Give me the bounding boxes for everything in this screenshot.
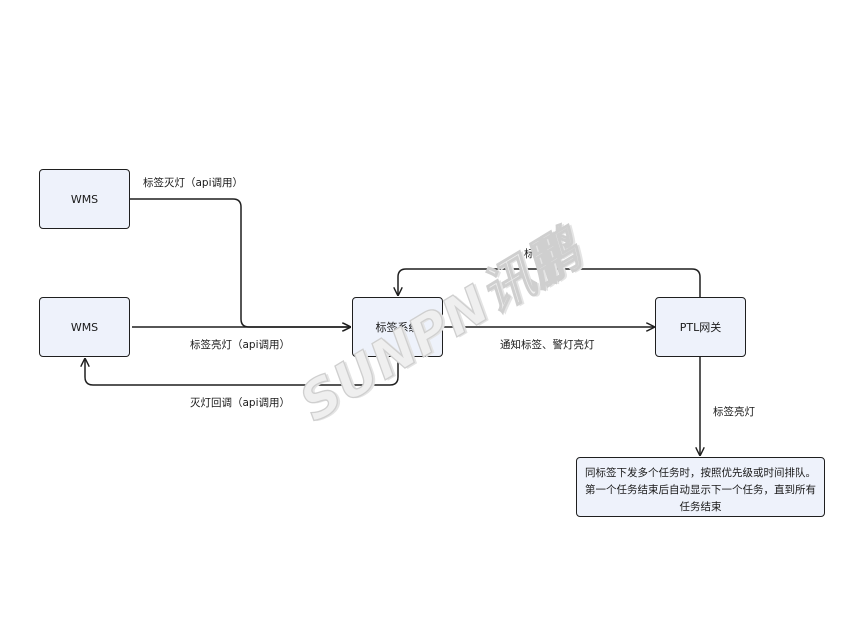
wms-bottom-node: WMS: [39, 297, 130, 357]
note-line-3: 任务结束: [679, 501, 722, 513]
ptl-gateway-node: PTL网关: [655, 297, 746, 357]
edge-label-wms-bottom-to-system: 标签亮灯（api调用）: [190, 339, 291, 351]
label-system-label: 标签系统: [375, 321, 420, 334]
edge-ptl-to-system: [398, 268, 701, 297]
edge-wms-top-to-system: [130, 198, 350, 327]
queue-note: 同标签下发多个任务时，按照优先级或时间排队。 第一个任务结束后自动显示下一个任务…: [576, 457, 825, 517]
edge-label-system-to-wms-bottom: 灭灯回调（api调用）: [190, 397, 291, 409]
wms-bottom-label: WMS: [70, 320, 99, 334]
wms-top-label: WMS: [70, 192, 99, 206]
edge-system-to-wms-bottom: [85, 357, 399, 386]
label-system-node: 标签系统: [352, 297, 443, 357]
note-line-1: 同标签下发多个任务时，按照优先级或时间排队。: [585, 467, 816, 479]
edge-label-system-to-ptl: 通知标签、警灯亮灯: [500, 339, 595, 351]
edge-label-wms-top-to-system: 标签灭灯（api调用）: [143, 177, 244, 189]
edge-label-ptl-to-note: 标签亮灯: [713, 406, 755, 418]
ptl-gateway-label: PTL网关: [679, 321, 722, 334]
wms-top-node: WMS: [39, 169, 130, 229]
edge-label-ptl-to-system: 标签灭灯: [524, 248, 566, 260]
note-line-2: 第一个任务结束后自动显示下一个任务，直到所有: [585, 484, 816, 496]
